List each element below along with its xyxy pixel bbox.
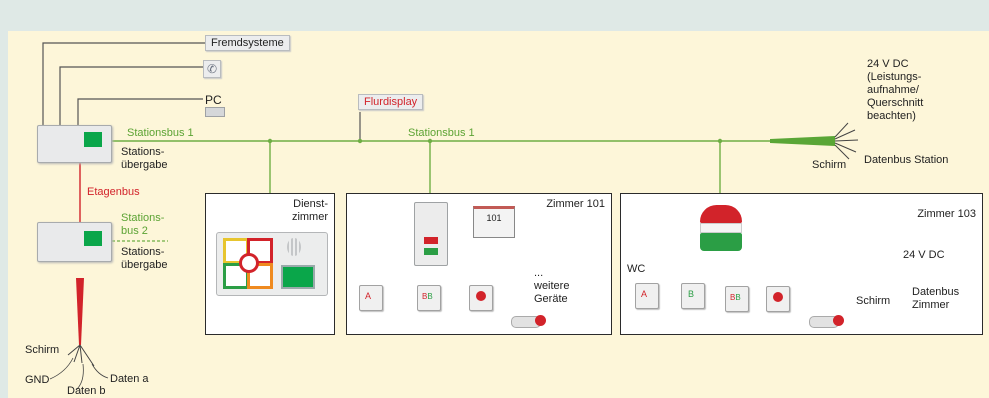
- phone-line: [59, 66, 203, 125]
- dienstzimmer-screen: [281, 265, 315, 289]
- bath-device-101: BB: [417, 285, 441, 311]
- phone-icon: ✆: [207, 62, 218, 76]
- zimmer103-label: Zimmer 103: [917, 208, 976, 220]
- stationsbus1-mid-label: Stationsbus 1: [408, 127, 475, 139]
- stationsuebergabe-1-unit: [37, 125, 112, 163]
- pc-icon: [205, 107, 225, 117]
- dienstzimmer-terminal: [216, 232, 328, 296]
- weitere-geraete-label: ... weitere Geräte: [534, 267, 570, 305]
- etagenbus-label: Etagenbus: [87, 186, 140, 198]
- pc-line: [77, 98, 203, 125]
- stationsuebergabe-2-screen: [84, 231, 102, 246]
- schirm-station-label: Schirm: [812, 159, 847, 171]
- zimmer101-room: Zimmer 101 101 A BB ... weitere Geräte: [346, 193, 612, 335]
- stationsuebergabe-2-unit: [37, 222, 112, 262]
- station-cable-strands: [834, 122, 859, 160]
- power-station-label: 24 V DC (Leistungs- aufnahme/ Querschnit…: [867, 58, 924, 122]
- pc-label: PC: [205, 93, 222, 107]
- corridor-lamp-103: [700, 205, 742, 255]
- pillow-speaker-103-button: [833, 315, 844, 326]
- power-zimmer-label: 24 V DC: [903, 249, 945, 261]
- room-display-number: 101: [486, 213, 502, 223]
- dienstzimmer-room: Dienst- zimmer: [205, 193, 335, 335]
- zimmer103-room: Zimmer 103 WC A B BB: [620, 193, 983, 335]
- call-module-101: [469, 285, 493, 311]
- flurdisplay-tag: Flurdisplay: [358, 94, 424, 110]
- stationsbus1-left-label: Stationsbus 1: [127, 127, 194, 139]
- daten-a-leader: [91, 363, 109, 379]
- etagenbus-cable: [76, 278, 84, 345]
- gnd-leader: [49, 357, 74, 380]
- room-terminal-red-led: [424, 237, 438, 244]
- bottom-cable-strands: [67, 344, 95, 367]
- datenbus-zimmer-label: Datenbus Zimmer: [912, 286, 960, 311]
- daten-a-label: Daten a: [110, 373, 149, 385]
- schirm-zimmer-label: Schirm: [856, 295, 891, 307]
- schirm-bottom-label: Schirm: [25, 344, 60, 356]
- dienstzimmer-label: Dienst- zimmer: [291, 198, 328, 223]
- speaker-icon: [287, 238, 301, 256]
- fremdsysteme-tag: Fremdsysteme: [205, 35, 290, 51]
- daten-b-leader: [75, 363, 84, 391]
- fremdsysteme-label: Fremdsysteme: [211, 37, 284, 49]
- wc-label: WC: [627, 263, 646, 275]
- bath-device-103: BB: [725, 286, 749, 312]
- pillow-speaker-101-button: [535, 315, 546, 326]
- reset-device-wc: B: [681, 283, 705, 309]
- call-button-device-wc: A: [635, 283, 659, 309]
- daten-b-label: Daten b: [67, 385, 106, 397]
- stationsuebergabe-1-label: Stations- übergabe: [121, 146, 168, 171]
- datenbus-station-label: Datenbus Station: [864, 154, 949, 166]
- room-display-101: 101: [473, 206, 515, 238]
- room-terminal-101: [414, 202, 448, 266]
- stationsbus1-cable: [770, 136, 835, 146]
- zimmer101-label: Zimmer 101: [546, 198, 605, 210]
- call-module-103: [766, 286, 790, 312]
- stationsbus2-label: Stations- bus 2: [121, 212, 165, 237]
- flurdisplay-label: Flurdisplay: [364, 96, 418, 108]
- stationsuebergabe-2-label: Stations- übergabe: [121, 246, 168, 271]
- room-terminal-green-led: [424, 248, 438, 255]
- fremdsysteme-line: [42, 42, 205, 125]
- gnd-label: GND: [25, 374, 50, 386]
- stationsuebergabe-1-screen: [84, 132, 102, 147]
- phone-box: ✆: [203, 60, 221, 78]
- center-dial-icon: [239, 253, 259, 273]
- call-button-device-101: A: [359, 285, 383, 311]
